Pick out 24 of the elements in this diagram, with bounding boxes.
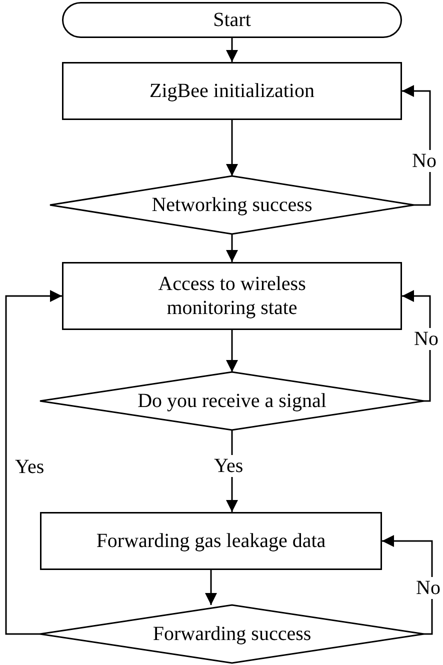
decision-diamond: [40, 605, 424, 663]
process-box: [40, 512, 382, 570]
arrow: [226, 330, 238, 372]
node-text: Forwarding success: [152, 622, 312, 646]
edge-label: No: [412, 328, 440, 350]
arrow: [205, 570, 217, 605]
arrow: [226, 120, 238, 176]
arrow: [226, 38, 238, 62]
edge-label: Yes: [212, 455, 246, 477]
node-text: Networking success: [152, 193, 312, 217]
decision-diamond: [40, 372, 424, 430]
arrow: [226, 234, 238, 262]
edge-label: No: [410, 150, 438, 172]
node-text: Start: [213, 8, 251, 32]
process-box: [62, 262, 402, 330]
process-box: [62, 62, 402, 120]
node-text: Forwarding gas leakage data: [96, 529, 326, 553]
arrow: [5, 290, 62, 635]
edge-label: No: [414, 577, 442, 599]
node-text: Do you receive a signal: [138, 389, 326, 413]
node-text: ZigBee initialization: [150, 79, 314, 103]
node-text: Access to wireless monitoring state: [157, 272, 307, 320]
decision-diamond: [50, 176, 414, 234]
start-terminal: [62, 2, 402, 38]
